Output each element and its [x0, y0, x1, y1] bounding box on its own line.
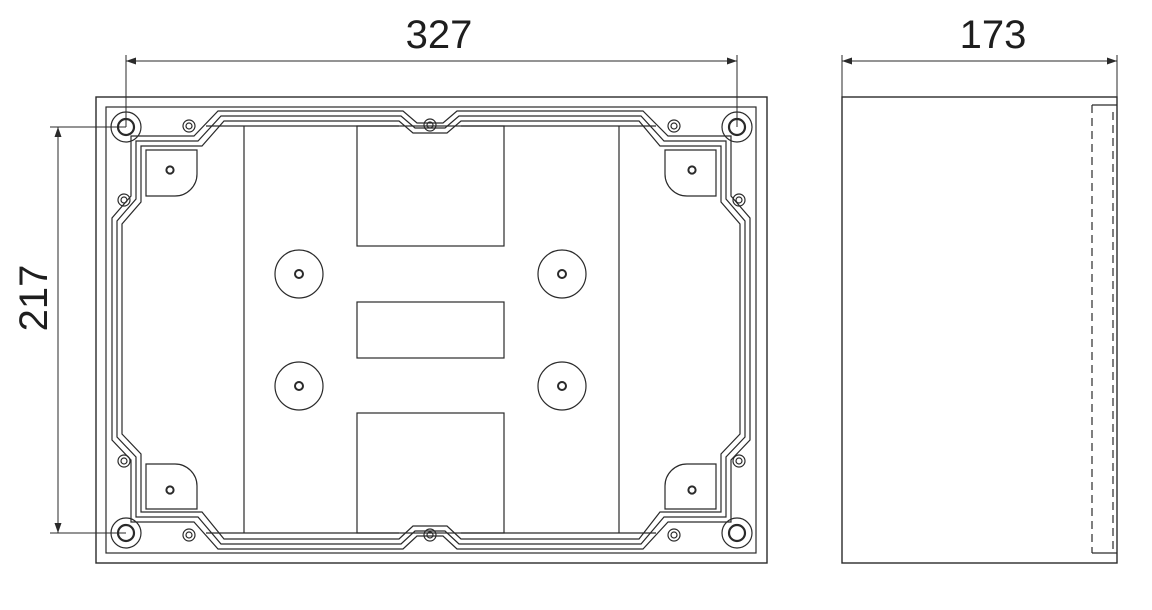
width-dimension: 327 [125, 13, 738, 127]
plate-boss [537, 249, 587, 299]
side-body [841, 96, 1118, 564]
seal-groove-outer [111, 110, 751, 550]
lid-screw [667, 528, 681, 542]
lid-screw [732, 193, 746, 207]
depth-dimension: 173 [841, 13, 1118, 97]
bottom-rectangle [356, 412, 505, 534]
lid-screw [423, 528, 437, 542]
depth-label: 173 [960, 13, 1027, 57]
corner-boss-top-right [664, 149, 717, 197]
plate-boss [274, 361, 324, 411]
corner-boss-top-left [145, 149, 198, 197]
width-label: 327 [406, 13, 473, 57]
corner-boss-bottom-right [664, 463, 717, 510]
height-dimension: 217 [12, 126, 126, 534]
lid-screw [117, 454, 131, 468]
top-view [95, 96, 768, 564]
lid-screw [423, 118, 437, 132]
seal-groove-mid [116, 115, 746, 545]
lid-screw [182, 528, 196, 542]
top-rectangle [356, 125, 505, 247]
inner-frame [105, 106, 757, 554]
lid-screw [732, 454, 746, 468]
lid-screw [667, 119, 681, 133]
seal-groove-inner [121, 120, 741, 540]
side-view [841, 96, 1118, 564]
plate-boss [537, 361, 587, 411]
lid-screw [117, 193, 131, 207]
lid-screw [182, 119, 196, 133]
corner-boss-bottom-left [145, 463, 198, 510]
middle-rectangle [356, 301, 505, 359]
mounting-hole-bottom-right [721, 517, 753, 549]
height-label: 217 [12, 265, 56, 332]
outer-frame [95, 96, 768, 564]
plate-boss [274, 249, 324, 299]
